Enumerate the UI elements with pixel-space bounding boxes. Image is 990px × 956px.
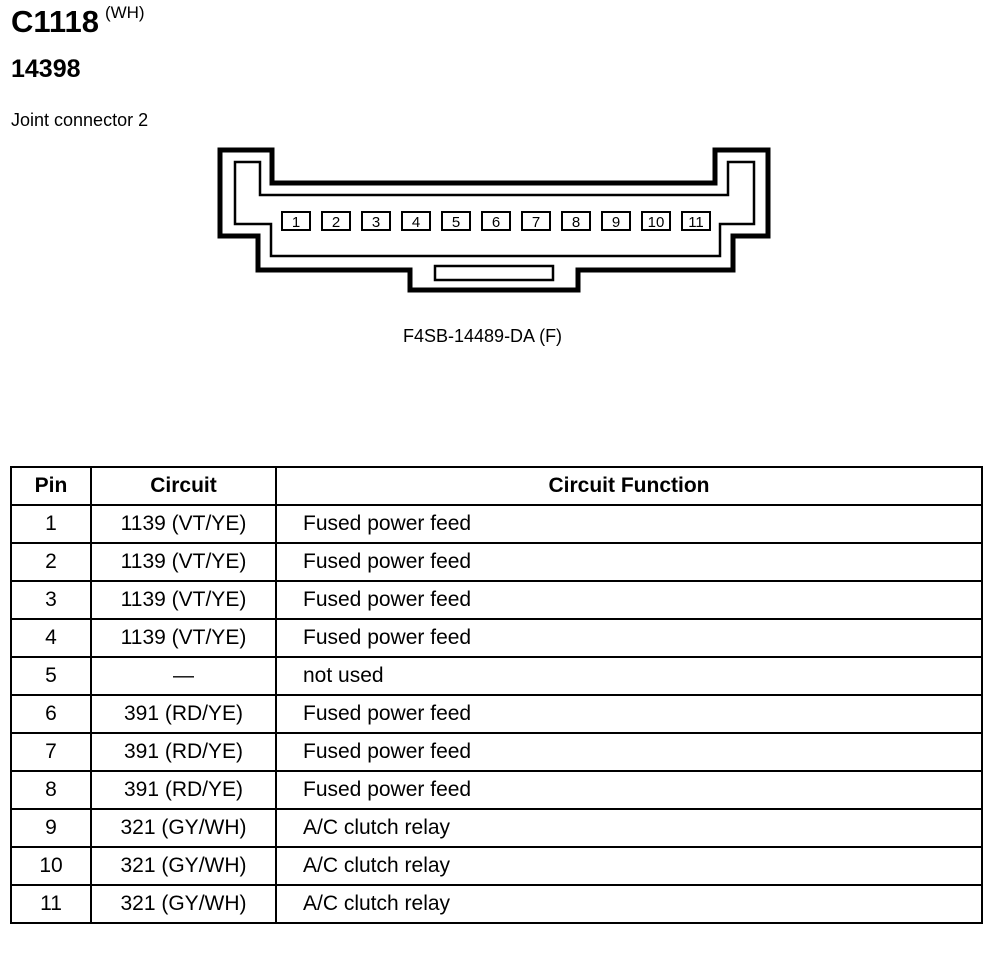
pin-cavities: 1 2 3 4 5 6 7 8 9 10 11 [281,211,711,231]
circuit-cell: 1139 (VT/YE) [90,504,277,544]
pin-number-label: 5 [452,214,460,231]
circuit-cell: 321 (GY/WH) [90,846,277,886]
pin-cell: 4 [10,618,92,658]
pin-cavity-box [441,211,471,231]
connector-part-number: F4SB-14489-DA (F) [403,326,563,346]
pin-number-label: 7 [532,214,540,231]
pin-cavity-box [641,211,671,231]
pin-cell: 2 [10,542,92,582]
circuit-function-cell: not used [275,656,983,696]
pin-cell: 1 [10,504,92,544]
circuit-function-cell: Fused power feed [275,732,983,772]
pin-cavity-box [481,211,511,231]
header-circuit-function: Circuit Function [275,466,983,506]
circuit-function-cell: A/C clutch relay [275,808,983,848]
pin-cavity: 1 [281,211,311,231]
circuit-cell: 1139 (VT/YE) [90,580,277,620]
pin-cavity: 4 [401,211,431,231]
circuit-cell: 321 (GY/WH) [90,808,277,848]
pin-cell: 8 [10,770,92,810]
pin-cavity: 6 [481,211,511,231]
pin-cavity-box [601,211,631,231]
pin-number-label: 3 [372,214,380,231]
connector-code: C1118 (WH) [11,2,145,47]
pin-cell: 9 [10,808,92,848]
circuit-cell: 391 (RD/YE) [90,732,277,772]
connector-description: Joint connector 2 [11,110,149,130]
pin-cell: 6 [10,694,92,734]
pin-cavity-box [281,211,311,231]
pin-cell: 10 [10,846,92,886]
pin-cavity-box [681,211,711,231]
pin-number-label: 1 [292,214,300,231]
pin-cavity-box [401,211,431,231]
pin-cavity: 9 [601,211,631,231]
circuit-cell: 391 (RD/YE) [90,694,277,734]
circuit-function-cell: Fused power feed [275,580,983,620]
pin-cell: 5 [10,656,92,696]
pin-cavity-box [561,211,591,231]
circuit-cell: 1139 (VT/YE) [90,618,277,658]
connector-color: (WH) [104,3,145,22]
connector-housing-inner [233,160,756,258]
pin-cavity: 11 [681,211,711,231]
table-header-row: Pin Circuit Circuit Function [10,466,983,506]
pin-cavity: 3 [361,211,391,231]
pin-number-label: 8 [572,214,580,231]
circuit-cell: 1139 (VT/YE) [90,542,277,582]
pin-cell: 3 [10,580,92,620]
circuit-cell: 321 (GY/WH) [90,884,277,924]
circuit-function-cell: Fused power feed [275,618,983,658]
table-row: 5—not used [10,656,983,696]
circuit-cell: — [90,656,277,696]
pin-cavity: 2 [321,211,351,231]
connector-housing-outer [217,147,771,293]
pin-cavity: 7 [521,211,551,231]
pin-number-label: 11 [688,214,704,231]
pin-cavity-box [361,211,391,231]
pin-number-label: 6 [492,214,500,231]
pin-cell: 11 [10,884,92,924]
connector-latch [433,264,555,282]
circuit-function-cell: Fused power feed [275,504,983,544]
connector-face-diagram: 1 2 3 4 5 6 7 8 9 10 11 [217,147,771,293]
pin-cavity: 8 [561,211,591,231]
pin-cavity: 5 [441,211,471,231]
circuit-function-cell: Fused power feed [275,694,983,734]
connector-code-text: C1118 [11,4,99,39]
pin-cavity: 10 [641,211,671,231]
circuit-function-cell: Fused power feed [275,770,983,810]
circuit-function-cell: A/C clutch relay [275,846,983,886]
pin-cell: 7 [10,732,92,772]
pin-cavity-box [521,211,551,231]
pin-cavity-box [321,211,351,231]
header-circuit: Circuit [90,466,277,506]
part-number: 14398 [11,55,81,83]
header-pin: Pin [10,466,92,506]
circuit-cell: 391 (RD/YE) [90,770,277,810]
circuit-function-cell: Fused power feed [275,542,983,582]
pin-number-label: 4 [412,214,420,231]
pin-number-label: 2 [332,214,340,231]
pin-number-label: 10 [648,214,665,231]
circuit-function-cell: A/C clutch relay [275,884,983,924]
pin-number-label: 9 [612,214,620,231]
